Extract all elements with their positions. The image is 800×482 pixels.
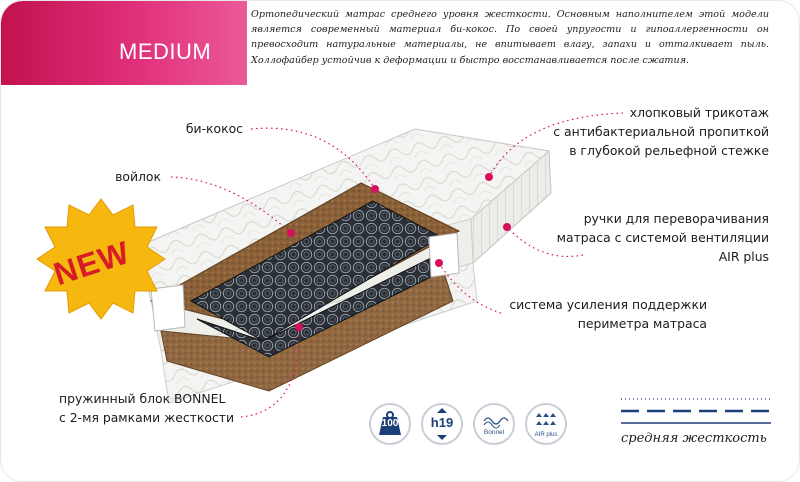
perimeter-block-right <box>428 232 460 278</box>
dot-felt <box>287 229 295 237</box>
load-weight-icon: 100 <box>369 403 411 445</box>
perimeter-block-left <box>150 284 186 332</box>
stiffness-label: средняя жесткость <box>621 431 767 446</box>
callout-felt: войлок <box>115 169 161 184</box>
dot-perimeter <box>435 259 443 267</box>
air-plus-icon: AIR plus <box>525 403 567 445</box>
dot-bicocos <box>371 185 379 193</box>
callout-spring: пружинный блок BONNEL с 2-мя рамками жес… <box>59 391 235 425</box>
height-icon: h19 <box>421 403 463 445</box>
mattress-top-quilt <box>138 128 551 302</box>
cut-coir-bottom <box>160 262 454 392</box>
feature-icons: 100 h19 Bonnel AIR plus <box>369 403 569 445</box>
dot-handles <box>503 223 511 231</box>
mattress-front-edge <box>150 218 474 352</box>
callout-handles: ручки для переворачивания матраса с сист… <box>556 211 769 264</box>
mattress-bottom-quilt <box>160 262 478 404</box>
load-weight-label: 100 <box>381 418 399 429</box>
cut-spring-block <box>189 200 443 342</box>
cut-spring-lower <box>196 252 442 358</box>
cut-coir-top <box>149 182 461 332</box>
bonnel-spring-icon: Bonnel <box>473 403 515 445</box>
leader-spring <box>240 326 300 418</box>
callout-perimeter: система усиления поддержки периметра мат… <box>509 297 707 331</box>
bonnel-spring-label: Bonnel <box>483 429 505 436</box>
dot-cotton <box>485 173 493 181</box>
header-band <box>1 1 247 85</box>
leader-bicocos <box>250 127 376 190</box>
new-badge-text: NEW <box>49 233 135 293</box>
height-label: h19 <box>430 415 454 430</box>
air-plus-label: AIR plus <box>534 432 558 438</box>
callout-cotton: хлопковый трикотаж с антибактериальной п… <box>553 105 769 158</box>
product-description: Ортопедический матрас среднего уровня же… <box>251 9 769 66</box>
dot-spring <box>295 323 303 331</box>
leader-felt <box>170 176 292 234</box>
callout-bicocos: би-кокос <box>185 121 243 136</box>
model-title: MEDIUM <box>119 39 212 64</box>
